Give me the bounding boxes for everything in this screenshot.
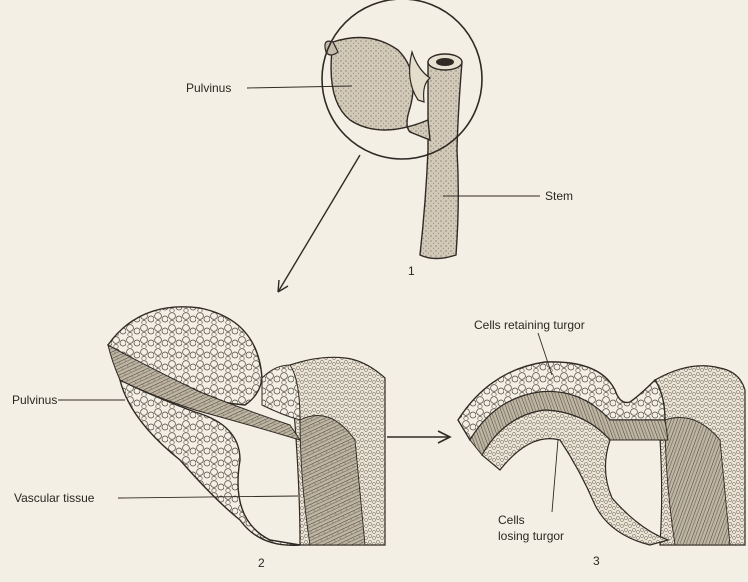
vascular-leader [118,496,298,498]
figure-number-2: 2 [258,556,265,570]
transition-arrow [387,431,450,443]
figure-2-section [58,307,385,545]
label-pulvinus-top: Pulvinus [186,81,231,95]
cells-losing-leader [552,440,558,512]
figure-number-1: 1 [408,264,415,278]
label-cells-losing-line2: losing turgor [498,529,564,543]
label-pulvinus-left: Pulvinus [12,393,57,407]
label-stem: Stem [545,189,573,203]
label-vascular-tissue: Vascular tissue [14,491,94,505]
label-cells-losing-line1: Cells [498,513,525,527]
figure-number-3: 3 [593,554,600,568]
figure-1-plant [247,0,540,292]
label-cells-retaining-turgor: Cells retaining turgor [474,318,585,332]
stem-shape [420,62,462,259]
